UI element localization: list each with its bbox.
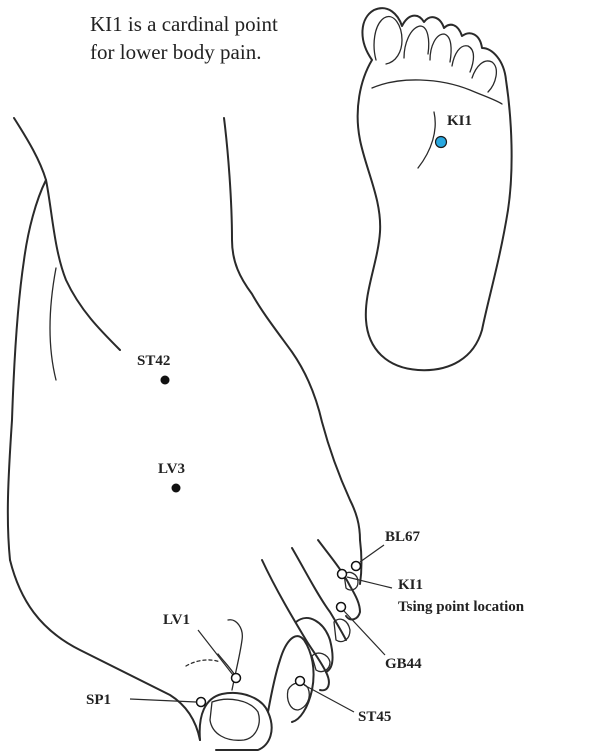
st42-marker xyxy=(161,376,170,385)
dorsal-foot xyxy=(8,118,362,750)
gb44-marker xyxy=(337,603,346,612)
lv1-leader xyxy=(198,630,233,675)
point-ki1-toe: KI1 Tsing point location xyxy=(338,570,525,616)
gb44-label: GB44 xyxy=(385,656,422,672)
sole-of-foot xyxy=(358,8,512,370)
shin-contour xyxy=(224,118,360,540)
second-toe xyxy=(268,636,314,722)
sp1-marker xyxy=(197,698,206,707)
lv1-label: LV1 xyxy=(163,612,190,628)
st45-leader xyxy=(304,685,354,712)
point-ki1-sole: KI1 xyxy=(436,113,473,148)
leg-left-contour xyxy=(8,118,46,560)
ki1-sole-marker xyxy=(436,137,447,148)
skin-mark xyxy=(186,660,220,666)
second-toe-pad xyxy=(404,26,429,58)
tsing-point-caption: Tsing point location xyxy=(398,599,525,615)
point-lv1: LV1 xyxy=(163,612,241,683)
leg-inner-contour xyxy=(46,180,120,350)
ki1-toe-marker xyxy=(338,570,347,579)
point-sp1: SP1 xyxy=(86,692,206,708)
sole-outline xyxy=(358,8,512,370)
point-lv3: LV3 xyxy=(158,461,185,493)
ball-crease xyxy=(372,80,502,104)
st45-marker xyxy=(296,677,305,686)
ki1-sole-label: KI1 xyxy=(447,113,472,129)
st45-label: ST45 xyxy=(358,709,391,725)
lv3-label: LV3 xyxy=(158,461,185,477)
st42-label: ST42 xyxy=(137,353,170,369)
foot-inner-edge xyxy=(10,560,200,740)
lv1-marker xyxy=(232,674,241,683)
big-toe-nail xyxy=(210,699,259,740)
fourth-toe-pad xyxy=(452,46,474,72)
ki1-toe-leader xyxy=(347,577,392,588)
sp1-leader xyxy=(130,699,196,702)
bl67-label: BL67 xyxy=(385,529,421,545)
big-toe-pad xyxy=(374,17,402,64)
ankle-line xyxy=(50,268,56,380)
third-toe-pad xyxy=(430,34,451,62)
sole-crease xyxy=(418,112,435,168)
lv3-marker xyxy=(172,484,181,493)
fourth-toe xyxy=(292,548,346,640)
bl67-marker xyxy=(352,562,361,571)
ki1-toe-label: KI1 xyxy=(398,577,423,593)
sp1-label: SP1 xyxy=(86,692,111,708)
bl67-leader xyxy=(360,545,384,562)
point-st42: ST42 xyxy=(137,353,170,385)
fifth-toe-pad xyxy=(472,61,496,92)
